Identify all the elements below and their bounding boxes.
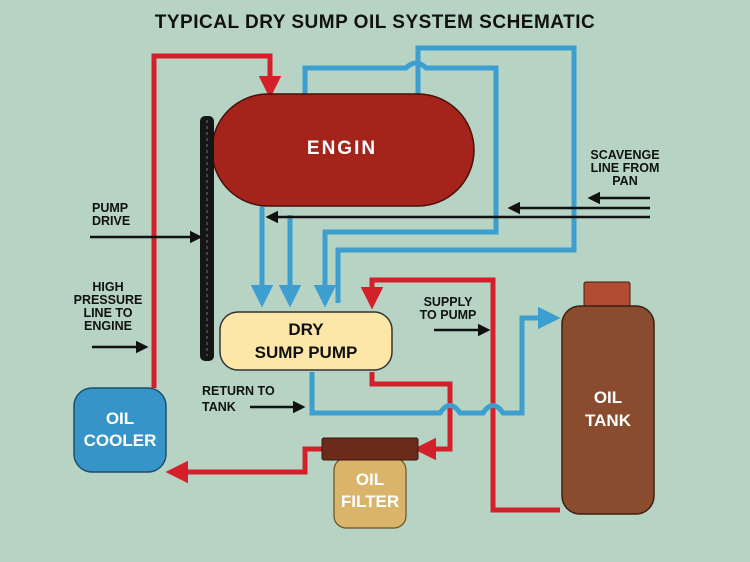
oil-tank — [561, 305, 655, 515]
red-line-cooler-to-engine — [151, 53, 282, 388]
blue-line-pump-to-tank — [309, 306, 561, 416]
tank-label-line1: OIL — [594, 388, 622, 407]
cooler-label-line2: COOLER — [84, 431, 157, 450]
oil-cooler — [73, 387, 167, 473]
diagram-title: TYPICAL DRY SUMP OIL SYSTEM SCHEMATIC — [155, 12, 595, 33]
pump-drive-label-1: PUMP — [92, 201, 128, 215]
high-pressure-label-3: LINE TO — [83, 306, 132, 320]
oil-filter-cap — [321, 437, 419, 461]
filter-label-line1: OIL — [356, 470, 384, 489]
pump-label-line2: SUMP PUMP — [255, 343, 358, 362]
dry-sump-pump — [219, 311, 393, 371]
blue-line-scavenge-return — [335, 45, 577, 303]
scavenge-label-2: LINE FROM — [591, 161, 660, 175]
pump-label-line1: DRY — [288, 320, 324, 339]
supply-label-2: TO PUMP — [420, 308, 477, 322]
pump-drive-belt — [200, 116, 214, 361]
high-pressure-label-4: ENGINE — [84, 319, 132, 333]
supply-label-1: SUPPLY — [424, 295, 474, 309]
pump-drive-label-2: DRIVE — [92, 214, 130, 228]
filter-label-line2: FILTER — [341, 492, 399, 511]
high-pressure-label-2: PRESSURE — [74, 293, 143, 307]
red-line-filter-to-cooler — [165, 446, 322, 484]
cooler-label-line1: OIL — [106, 409, 134, 428]
scavenge-label-1: SCAVENGE — [590, 148, 659, 162]
tank-label-line2: TANK — [585, 411, 632, 430]
engine-label: ENGIN — [307, 138, 377, 159]
return-label-1: RETURN TO — [202, 384, 275, 398]
scavenge-label-3: PAN — [612, 174, 637, 188]
red-line-pump-to-filter — [369, 372, 453, 461]
high-pressure-label-1: HIGH — [92, 280, 123, 294]
return-label-2: TANK — [202, 400, 236, 414]
red-line-tank-to-pump — [360, 277, 560, 513]
